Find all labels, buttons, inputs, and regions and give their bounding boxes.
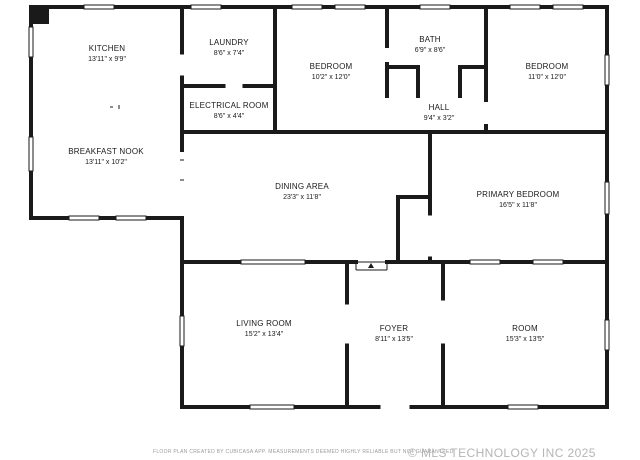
room-name: ROOM	[512, 324, 538, 333]
copyright-watermark: © MLS TECHNOLOGY INC 2025	[408, 446, 596, 460]
room-dimensions: 23'3" x 11'8"	[283, 194, 321, 201]
room-name: FOYER	[379, 324, 409, 333]
room-dimensions: 8'6" x 7'4"	[213, 50, 245, 57]
room-dimensions: 16'5" x 11'8"	[499, 202, 537, 209]
room-room: ROOM 15'3" x 13'5"	[506, 324, 544, 343]
chimney-block	[31, 7, 49, 24]
room-foyer: FOYER 8'11" x 13'5"	[375, 324, 413, 343]
room-dimensions: 10'2" x 12'0"	[311, 74, 351, 81]
room-name: DINING AREA	[275, 182, 329, 191]
room-dimensions: 15'2" x 13'4"	[244, 331, 284, 338]
room-primary-bedroom: PRIMARY BEDROOM 16'5" x 11'8"	[477, 190, 560, 209]
room-name: BATH	[419, 35, 441, 44]
room-bath: BATH 6'9" x 8'6"	[415, 35, 446, 54]
room-dimensions: 11'0" x 12'0"	[528, 74, 566, 81]
room-name: HALL	[428, 103, 450, 112]
room-dimensions: 6'9" x 8'6"	[414, 47, 446, 54]
room-bedroom-2: BEDROOM 11'0" x 12'0"	[526, 62, 569, 81]
room-dimensions: 8'11" x 13'5"	[375, 336, 413, 343]
cabinet-marks	[110, 105, 120, 109]
room-kitchen: KITCHEN 13'11" x 9'9"	[88, 44, 126, 63]
room-bedroom-1: BEDROOM 10'2" x 12'0"	[310, 62, 353, 81]
room-dimensions: 8'6" x 4'4"	[213, 113, 245, 120]
room-living-room: LIVING ROOM 15'2" x 13'4"	[236, 319, 292, 338]
room-dimensions: 13'11" x 10'2"	[85, 159, 127, 166]
room-name: KITCHEN	[88, 44, 126, 53]
door-marks	[180, 53, 445, 409]
window-openings	[28, 4, 610, 410]
door-openings	[180, 48, 488, 409]
room-hall: HALL 9'4" x 3'2"	[424, 103, 455, 122]
room-dining-area: DINING AREA 23'3" x 11'8"	[275, 182, 329, 201]
room-name: BEDROOM	[525, 62, 569, 71]
room-name: LIVING ROOM	[236, 319, 292, 328]
room-dimensions: 9'4" x 3'2"	[423, 115, 455, 122]
room-name: ELECTRICAL ROOM	[189, 101, 269, 110]
room-dimensions: 15'3" x 13'5"	[505, 336, 545, 343]
floor-plan-disclaimer: FLOOR PLAN CREATED BY CUBICASA APP. MEAS…	[153, 449, 456, 455]
room-name: BEDROOM	[309, 62, 353, 71]
room-name: PRIMARY BEDROOM	[476, 190, 560, 199]
entry-arrow	[368, 263, 374, 268]
room-dimensions: 13'11" x 9'9"	[88, 56, 126, 63]
room-breakfast-nook: BREAKFAST NOOK 13'11" x 10'2"	[68, 147, 144, 166]
room-name: BREAKFAST NOOK	[68, 147, 144, 156]
room-name: LAUNDRY	[209, 38, 249, 47]
room-electrical: ELECTRICAL ROOM 8'6" x 4'4"	[189, 101, 268, 120]
room-laundry: LAUNDRY 8'6" x 7'4"	[209, 38, 249, 57]
